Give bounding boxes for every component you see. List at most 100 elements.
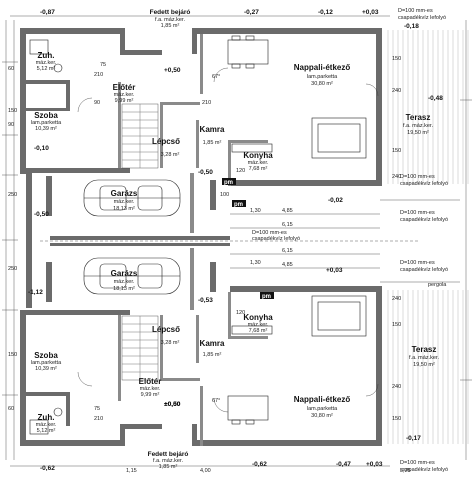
dim-text: 100: [220, 192, 229, 198]
room-area: 1,85 m²: [161, 23, 180, 29]
room-floor: máz.ker.: [36, 60, 57, 66]
room-area: 3,28 m²: [161, 340, 180, 346]
room-name: Kamra: [200, 339, 225, 348]
level-marker: ±0,00: [164, 401, 181, 408]
level-marker: +0,03: [326, 267, 343, 274]
room-szoba-bottom: Szoba lam.parketta 10,39 m²: [31, 351, 62, 372]
room-name: Szoba: [34, 111, 58, 120]
dim-text: 75: [100, 62, 106, 68]
room-floor: máz.ker.: [114, 279, 135, 285]
room-floor: f.a. máz.ker.: [153, 458, 183, 464]
room-fedett-bottom: Fedett bejáró f.a. máz.ker. 1,85 m²: [148, 451, 189, 470]
room-area: 1,85 m²: [203, 140, 222, 146]
room-fedett-top: Fedett bejáró f.a. máz.ker. 1,85 m²: [150, 9, 191, 29]
dim-text: 1,30: [250, 208, 261, 214]
dim-text: 3,25: [400, 468, 411, 474]
dim-text: 1,15: [126, 468, 137, 474]
room-terasz-top: Terasz f.a. máz.ker. 19,50 m²: [403, 113, 433, 136]
room-floor: f.a. máz.ker.: [403, 123, 433, 129]
car-bottom: [83, 257, 181, 295]
dim-text: 150: [8, 108, 17, 114]
note-drain: D=100 mm-es: [400, 460, 435, 466]
room-eloter-bottom: Előtér máz.ker. 9,99 m²: [139, 377, 162, 398]
walls-bottom-unit: [20, 262, 382, 446]
pm-label-bottom: pm: [262, 294, 271, 300]
toilet-bottom: [53, 407, 63, 417]
dim-text: 150: [8, 352, 17, 358]
note-drain: csapadékvíz lefolyó: [398, 15, 446, 21]
sofa-top: [311, 117, 367, 159]
car-top: [83, 179, 181, 217]
dim-text: 4,85: [282, 262, 293, 268]
level-marker: -0,62: [252, 461, 267, 468]
room-name: Garázs: [111, 189, 138, 198]
dining-table-bottom: [227, 395, 269, 425]
dim-text: 250: [8, 266, 17, 272]
dim-text: 240: [392, 88, 401, 94]
pm-label-top: pm: [224, 180, 233, 186]
level-marker: +0,50: [164, 401, 181, 408]
left-dimension-strip: [2, 20, 18, 460]
dim-text: 60: [8, 66, 14, 72]
room-floor: lam.parketta: [31, 360, 62, 366]
room-garazs-top: Garázs máz.ker. 18,13 m²: [111, 189, 138, 212]
level-marker: -0,53: [198, 297, 213, 304]
room-name: Zuh.: [38, 51, 55, 60]
dim-text: 210: [202, 100, 211, 106]
door-arc-szoba-top: [77, 97, 93, 113]
level-marker: -0,87: [40, 9, 55, 16]
room-name: Szoba: [34, 351, 58, 360]
dim-text: 240: [392, 174, 401, 180]
level-marker: -0,12: [318, 9, 333, 16]
shower-top: [29, 39, 49, 55]
room-name: Nappali-étkező: [294, 395, 351, 404]
room-name: Lépcső: [152, 137, 180, 146]
room-floor: lam.parketta: [307, 74, 338, 80]
terrace-bottom-deck: [387, 290, 469, 444]
room-kamra-top: Kamra 1,85 m²: [200, 125, 225, 146]
shower-bottom: [29, 419, 49, 435]
level-marker: -0,27: [244, 9, 259, 16]
dim-text: 240: [392, 384, 401, 390]
pm-tag-top: [222, 178, 236, 185]
dim-text: 90: [94, 100, 100, 106]
level-marker: -0,18: [404, 23, 419, 30]
note-drain: D=100 mm-es: [398, 8, 433, 14]
toilet-top: [53, 63, 63, 73]
room-area: 1,85 m²: [203, 352, 222, 358]
dim-text: 240: [392, 296, 401, 302]
room-floor: máz.ker.: [248, 322, 269, 328]
dim-text: 250: [8, 192, 17, 198]
room-nappali-top: Nappali-étkező lam.parketta 30,80 m²: [294, 63, 351, 87]
level-marker: -0,50: [198, 169, 213, 176]
dim-text: 210: [94, 416, 103, 422]
room-floor: máz.ker.: [114, 92, 135, 98]
room-name: Nappali-étkező: [294, 63, 351, 72]
room-area: 9,99 m²: [141, 392, 160, 398]
note-drain: csapadékvíz lefolyó: [400, 217, 448, 223]
kitchen-counter-top: [231, 143, 273, 153]
room-area: 10,39 m²: [35, 366, 57, 372]
room-name: Kamra: [200, 125, 225, 134]
dim-text: 1,30: [250, 260, 261, 266]
room-name: Előtér: [113, 83, 136, 92]
pm-tag-bottom: [260, 292, 274, 299]
note-drain: D=100 mm-es: [252, 230, 287, 236]
pm-label-mid: pm: [234, 202, 243, 208]
door-arc-terasz-bottom: [365, 383, 379, 397]
room-area: 18,13 m²: [113, 206, 135, 212]
stair-bottom: [121, 315, 159, 381]
level-marker: -0,48: [428, 95, 443, 102]
room-floor: f.a. máz.ker.: [409, 355, 439, 361]
dim-text: 67°: [212, 398, 220, 404]
dim-text: 75: [94, 406, 100, 412]
door-arc-nappali-top: [213, 67, 229, 83]
room-lepcso-bottom: Lépcső 3,28 m²: [152, 325, 180, 346]
note-drain: csapadékvíz lefolyó: [400, 267, 448, 273]
level-marker: +0,50: [164, 67, 181, 74]
dim-text: 67°: [212, 74, 220, 80]
dim-text: 60: [8, 406, 14, 412]
room-name: Lépcső: [152, 325, 180, 334]
room-zuh-bottom: Zuh. máz.ker. 5,12 m²: [36, 413, 57, 434]
